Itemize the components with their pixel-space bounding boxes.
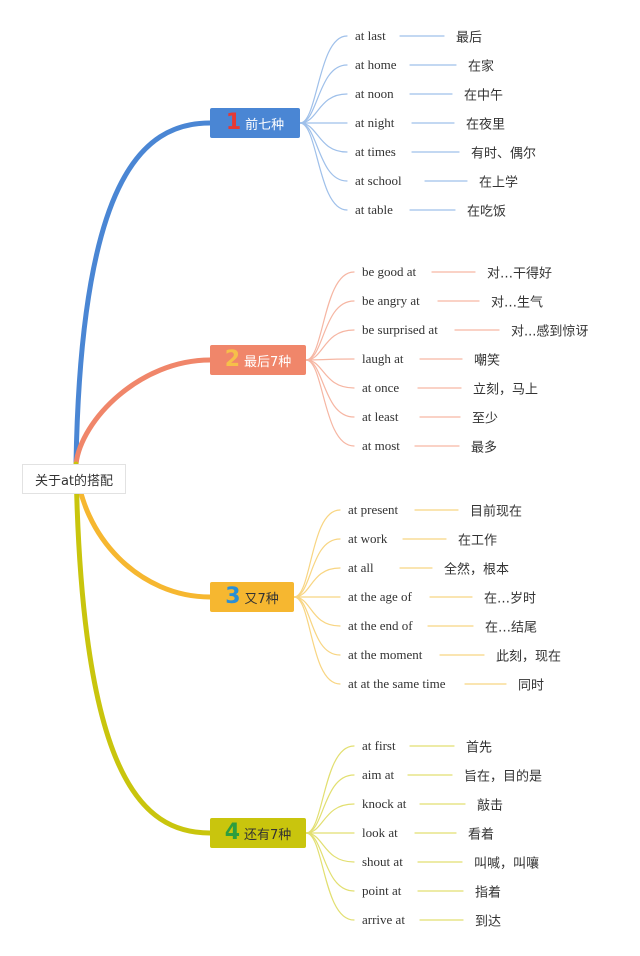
phrase-zh[interactable]: 嘲笑 xyxy=(474,353,501,369)
leaf-connector xyxy=(299,93,348,124)
phrase-en[interactable]: be surprised at xyxy=(362,322,438,337)
trunk-line-1 xyxy=(73,120,213,467)
phrase-zh[interactable]: 此刻，现在 xyxy=(496,649,562,665)
leaf-connector xyxy=(305,803,355,834)
leaf-connector xyxy=(299,64,348,124)
phrase-en[interactable]: at present xyxy=(348,502,399,517)
phrase-en[interactable]: at home xyxy=(355,57,397,72)
phrase-zh[interactable]: 立刻，马上 xyxy=(473,382,539,398)
phrase-zh[interactable]: 最后 xyxy=(456,30,483,46)
phrase-en[interactable]: at school xyxy=(355,173,402,188)
leaf-connector xyxy=(293,596,341,685)
leaf-connector xyxy=(305,300,355,361)
leaf-connector xyxy=(305,329,355,361)
branch-label-3: 又7种 xyxy=(244,591,279,607)
root-label: 关于at的搭配 xyxy=(34,473,114,489)
phrase-en[interactable]: laugh at xyxy=(362,351,404,366)
phrase-zh[interactable]: 看着 xyxy=(468,827,495,843)
branch-node-4[interactable]: 4 还有7种 xyxy=(210,818,306,848)
leaf-connector xyxy=(293,509,341,598)
phrase-zh[interactable]: 首先 xyxy=(466,740,493,756)
trunk-line-4 xyxy=(73,461,213,836)
phrase-zh[interactable]: 有时、偶尔 xyxy=(471,146,537,162)
phrase-en[interactable]: look at xyxy=(362,825,398,840)
phrase-zh[interactable]: 对...感到惊讶 xyxy=(511,324,589,340)
leaf-connector xyxy=(299,122,348,211)
branch-number-1: 1 xyxy=(225,110,242,135)
phrase-zh[interactable]: 对…干得好 xyxy=(487,266,553,282)
phrase-en[interactable]: be good at xyxy=(362,264,417,279)
leaf-connector xyxy=(293,567,341,598)
phrase-zh[interactable]: 至少 xyxy=(472,411,499,427)
branch-label-2: 最后7种 xyxy=(244,354,292,370)
phrase-zh[interactable]: 对…生气 xyxy=(491,295,544,311)
phrase-en[interactable]: at night xyxy=(355,115,395,130)
leaf-connector xyxy=(305,359,355,418)
leaf-connector xyxy=(305,774,355,834)
phrase-en[interactable]: aim at xyxy=(362,767,395,782)
branch-label-1: 前七种 xyxy=(245,117,285,133)
phrase-en[interactable]: at the moment xyxy=(348,647,423,662)
branch-label-4: 还有7种 xyxy=(244,827,292,843)
phrase-zh[interactable]: 指着 xyxy=(475,885,502,901)
trunk-line-2 xyxy=(73,357,213,467)
phrase-en[interactable]: at table xyxy=(355,202,393,217)
branch-node-3[interactable]: 3 又7种 xyxy=(210,582,294,612)
phrase-zh[interactable]: 在中午 xyxy=(464,88,504,104)
phrase-en[interactable]: at noon xyxy=(355,86,394,101)
root-node[interactable]: 关于at的搭配 xyxy=(22,464,126,494)
leaf-connector xyxy=(305,745,355,834)
leaf-connector xyxy=(299,122,348,182)
leaf-connector xyxy=(305,359,355,447)
phrase-en[interactable]: point at xyxy=(362,883,402,898)
branch-node-1[interactable]: 1 前七种 xyxy=(210,108,300,138)
phrase-en[interactable]: at the age of xyxy=(348,589,412,604)
leaf-connector xyxy=(305,832,355,921)
branch-node-2[interactable]: 2 最后7种 xyxy=(210,345,306,375)
phrase-zh[interactable]: 在上学 xyxy=(479,175,519,191)
phrase-zh[interactable]: 最多 xyxy=(471,440,498,456)
phrase-en[interactable]: shout at xyxy=(362,854,403,869)
phrase-en[interactable]: at all xyxy=(348,560,374,575)
phrase-zh[interactable]: 全然，根本 xyxy=(444,562,510,578)
phrase-zh[interactable]: 在家 xyxy=(468,59,495,75)
leaf-connector xyxy=(299,35,348,124)
leaf-connector xyxy=(305,358,355,361)
phrase-en[interactable]: arrive at xyxy=(362,912,405,927)
phrase-zh[interactable]: 在工作 xyxy=(458,533,498,549)
leaf-connector xyxy=(293,538,341,598)
phrase-en[interactable]: at times xyxy=(355,144,396,159)
phrase-zh[interactable]: 旨在，目的是 xyxy=(464,769,543,785)
phrase-en[interactable]: at work xyxy=(348,531,388,546)
phrase-en[interactable]: at first xyxy=(362,738,396,753)
branch-number-3: 3 xyxy=(225,584,241,609)
phrase-zh[interactable]: 敲击 xyxy=(477,798,504,814)
phrase-en[interactable]: at last xyxy=(355,28,386,43)
phrase-zh[interactable]: 叫喊，叫嚷 xyxy=(474,856,540,872)
branch-number-4: 4 xyxy=(224,820,241,845)
phrase-en[interactable]: at the end of xyxy=(348,618,413,633)
phrase-zh[interactable]: 同时 xyxy=(518,678,545,694)
phrase-zh[interactable]: 在…结尾 xyxy=(485,620,538,636)
phrase-en[interactable]: at least xyxy=(362,409,399,424)
phrase-en[interactable]: at once xyxy=(362,380,400,395)
phrase-zh[interactable]: 在吃饭 xyxy=(467,204,507,220)
leaf-connector xyxy=(305,271,355,361)
phrase-zh[interactable]: 到达 xyxy=(475,914,502,930)
branch-number-2: 2 xyxy=(224,347,241,372)
phrase-en[interactable]: at at the same time xyxy=(348,676,446,691)
phrase-en[interactable]: knock at xyxy=(362,796,407,811)
phrase-en[interactable]: be angry at xyxy=(362,293,420,308)
phrase-zh[interactable]: 在…岁时 xyxy=(484,591,537,607)
phrase-zh[interactable]: 目前现在 xyxy=(470,504,523,520)
phrase-zh[interactable]: 在夜里 xyxy=(466,117,506,133)
phrase-en[interactable]: at most xyxy=(362,438,400,453)
